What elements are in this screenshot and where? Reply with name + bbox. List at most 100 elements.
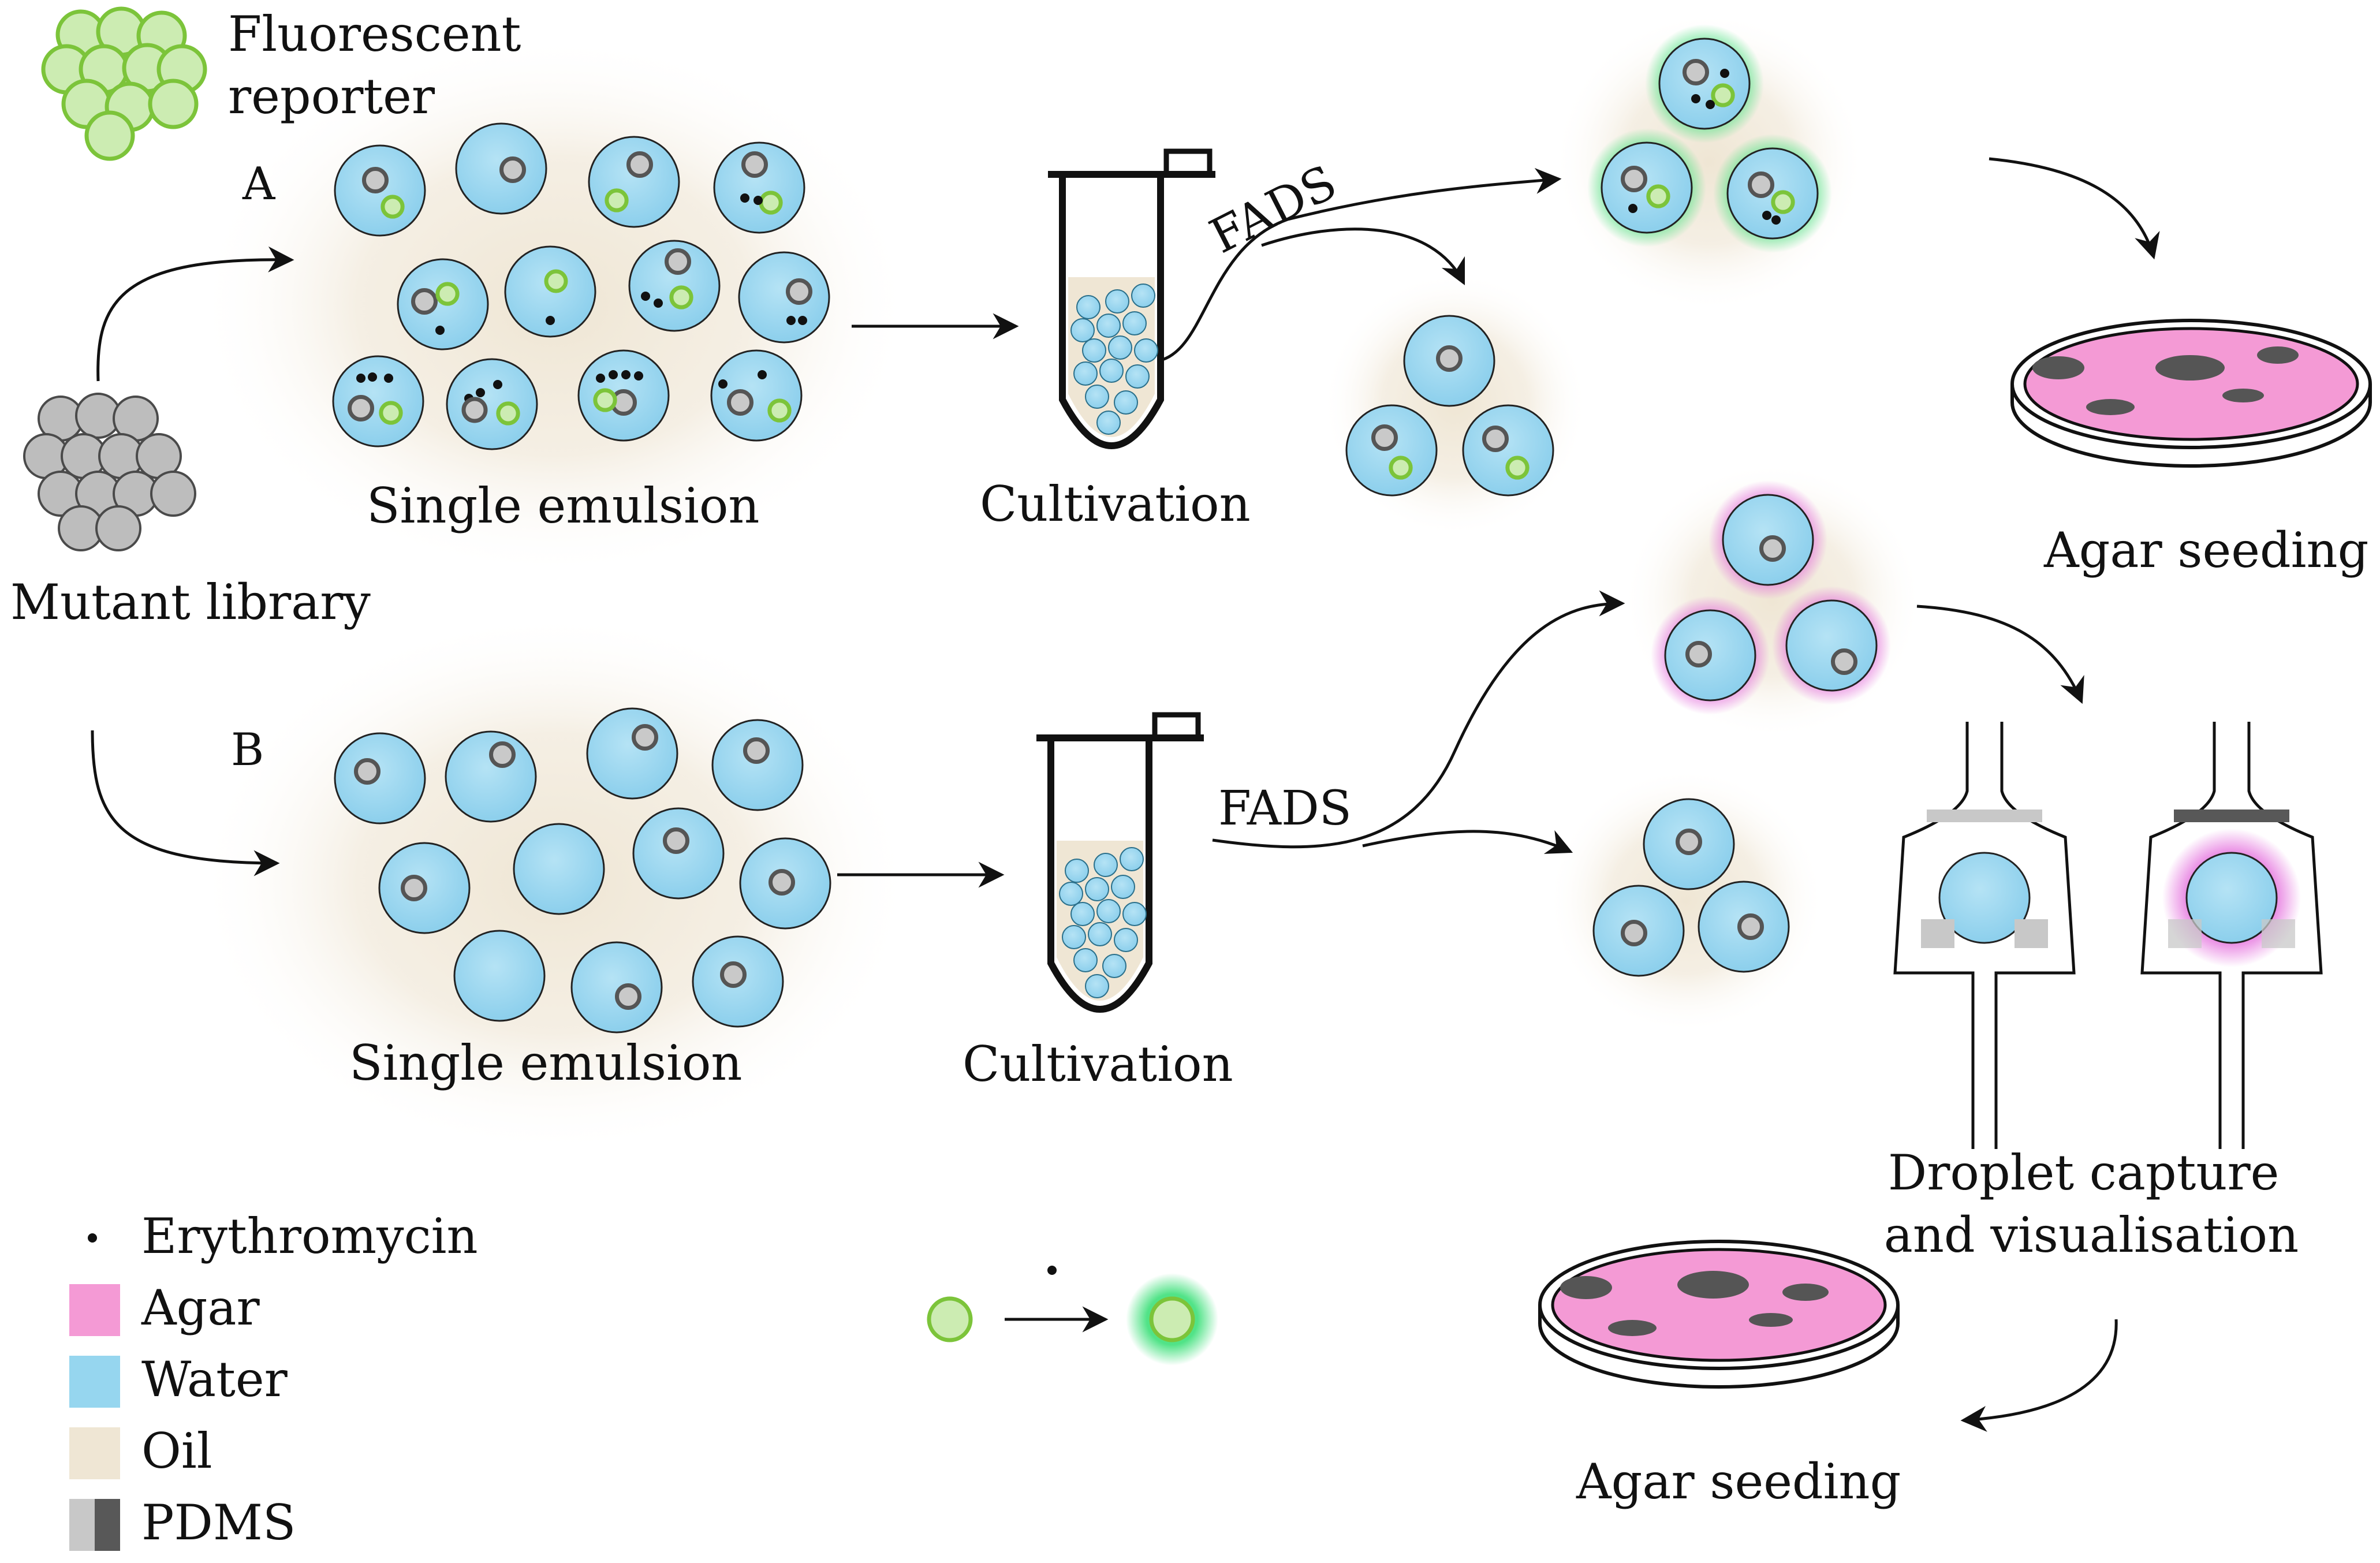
single-emulsion-a: [332, 122, 830, 450]
erythromycin-swatch: [88, 1233, 97, 1243]
reporter: [759, 191, 783, 215]
reporter: [1505, 456, 1530, 480]
water-droplet: [710, 349, 803, 442]
erythromycin-dot: [1706, 100, 1715, 109]
erythromycin-dot: [356, 374, 365, 383]
colony: [2155, 355, 2225, 381]
droplet: [577, 349, 670, 442]
water-droplet: [332, 355, 424, 447]
reporter: [435, 282, 460, 306]
trapped-droplet: [1938, 852, 2031, 944]
erythromycin-dot: [1720, 69, 1729, 78]
tube-droplet: [1120, 847, 1144, 871]
panel-a-letter: A: [242, 158, 276, 210]
fads-a-branch: [1261, 227, 1465, 286]
droplet: [738, 251, 830, 344]
cell: [665, 248, 691, 275]
tube-droplet: [1073, 948, 1098, 972]
erythromycin-label: Erythromycin: [141, 1208, 478, 1264]
arrow-library-to-b: [91, 730, 280, 876]
droplet: [332, 355, 424, 447]
droplet: [1587, 128, 1706, 247]
cell: [1371, 424, 1398, 451]
reporter: [380, 195, 405, 219]
pdms-valve: [1927, 810, 2042, 822]
legend-item-erythromycin: Erythromycin: [88, 1208, 478, 1264]
reporter: [379, 401, 403, 425]
tube-droplet: [1096, 411, 1121, 435]
tube-droplet: [1122, 311, 1147, 335]
water-droplet: [588, 136, 680, 228]
droplet: [713, 141, 805, 234]
cultivation-b-label: Cultivation: [963, 1036, 1233, 1092]
erythromycin-dot: [596, 374, 605, 383]
droplet: [446, 358, 538, 450]
tube-droplet: [1111, 875, 1135, 899]
tube-droplet: [1065, 859, 1089, 883]
cultivation-a-label: Cultivation: [980, 476, 1251, 532]
cell: [354, 758, 380, 785]
reporter: [544, 269, 568, 293]
droplet: [334, 144, 426, 237]
rejected-droplets-b: [1592, 798, 1790, 977]
erythromycin-dot: [1762, 211, 1771, 220]
reporter-bead: [148, 79, 199, 129]
tube-body: [1047, 738, 1152, 1013]
tube-droplet: [1073, 361, 1098, 386]
legend-item-agar: Agar: [69, 1280, 260, 1336]
tube-droplet: [1059, 882, 1083, 906]
water-droplet: [1658, 38, 1751, 130]
reporter-after: [1149, 1296, 1195, 1342]
droplet: [588, 136, 680, 228]
arrow-to-agar-b: [1960, 1319, 2118, 1432]
erythromycin-dot: [609, 370, 618, 379]
tube-droplet: [1062, 925, 1086, 949]
erythromycin-dot: [1628, 204, 1637, 213]
mutant-library-cluster: [23, 393, 196, 551]
cell: [1737, 913, 1764, 940]
legend-item-pdms: PDMS: [69, 1494, 296, 1551]
agar-swatch: [69, 1284, 120, 1336]
droplet: [1772, 586, 1891, 705]
cell: [743, 737, 770, 764]
reaction-scheme: [927, 1266, 1218, 1366]
fads-b-label: FADS: [1218, 781, 1352, 836]
pdms-post-left: [1921, 919, 1954, 948]
sorted-droplets-green: [1587, 24, 1832, 253]
water-droplet: [711, 719, 804, 811]
droplet: [455, 122, 547, 215]
erythromycin-dot: [621, 370, 631, 379]
cell: [1831, 648, 1857, 675]
tube-droplet: [1076, 295, 1101, 319]
erythromycin-dot: [718, 379, 728, 389]
droplet: [570, 941, 663, 1034]
droplet: [1713, 134, 1832, 253]
water-droplet: [738, 251, 830, 344]
library-cell: [95, 505, 141, 551]
colony: [2257, 346, 2299, 364]
cell: [499, 156, 526, 183]
cell: [1759, 535, 1786, 562]
colony: [1782, 1284, 1829, 1301]
droplet: [1462, 404, 1554, 497]
droplet: [1643, 798, 1735, 890]
colony: [1608, 1320, 1657, 1336]
erythromycin-dot: [786, 316, 796, 325]
cell: [1621, 166, 1647, 192]
water-droplet: [1726, 147, 1819, 240]
water-droplet: [713, 141, 805, 234]
cell: [348, 395, 374, 421]
droplet-trap-empty: [1893, 722, 2076, 1149]
tube-body: [1059, 174, 1164, 449]
erythromycin-dot: [634, 371, 643, 381]
single-emulsion-a-label: Single emulsion: [367, 478, 760, 534]
tube-droplet: [1085, 974, 1109, 998]
droplet: [739, 837, 831, 930]
reporter: [1771, 190, 1795, 214]
droplet: [1645, 24, 1764, 143]
tube-droplet: [1131, 283, 1155, 308]
tube-droplet: [1134, 338, 1158, 363]
pdms-post-left: [2168, 919, 2202, 948]
cell: [632, 724, 658, 751]
